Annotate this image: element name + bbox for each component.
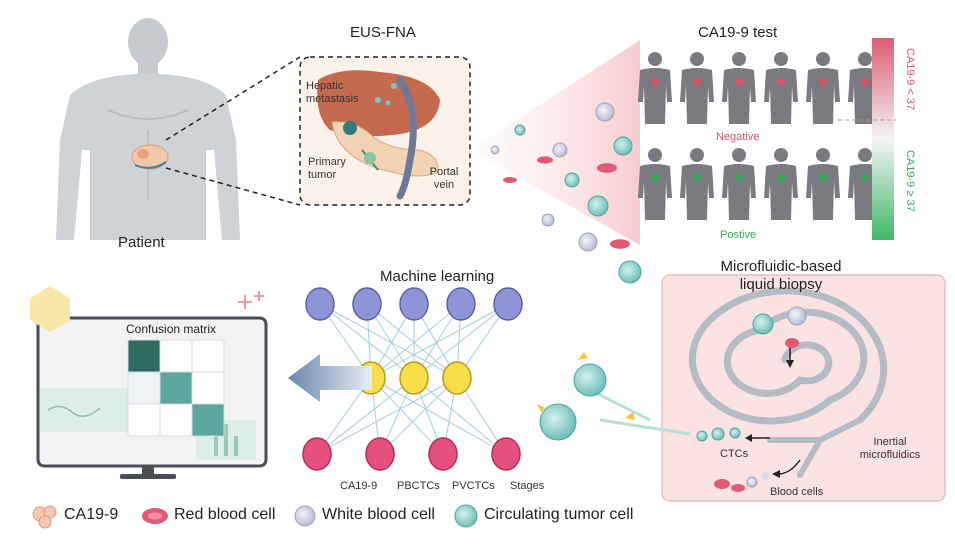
person-negative — [680, 52, 714, 124]
person-positive — [764, 148, 798, 220]
ca199-icon — [32, 505, 57, 529]
input-label-ca199: CA19-9 — [340, 480, 378, 492]
floating-cells — [490, 102, 642, 284]
matrix-cell — [127, 403, 161, 437]
legend-label-circulating-tumor-cell: Circulating tumor cell — [484, 506, 634, 523]
nn-node-input — [302, 437, 332, 471]
output-arrow — [288, 354, 372, 402]
ca199-scale-bar — [872, 38, 894, 240]
white-blood-cell — [541, 213, 555, 227]
legend-label-ca199: CA19-9 — [64, 506, 119, 523]
matrix-cell — [159, 371, 193, 405]
person-negative — [638, 52, 672, 124]
neural-network — [302, 287, 523, 471]
person-negative — [722, 52, 756, 124]
person-positive — [722, 148, 756, 220]
arrow-head-down — [786, 360, 794, 368]
label-hepatic-metastasis: Hepatic metastasis — [306, 80, 359, 105]
circulating-tumor-cell — [618, 260, 642, 284]
blood-cells-label: Blood cells — [770, 486, 824, 498]
scale-label-negative: CA19-9 < 37 — [904, 48, 916, 111]
person-positive — [680, 148, 714, 220]
nn-node-input — [428, 437, 458, 471]
nn-node-input — [365, 437, 395, 471]
red-blood-cell — [597, 163, 617, 173]
person-positive — [638, 148, 672, 220]
spiral-channel — [688, 287, 888, 425]
white-blood-cell — [578, 232, 598, 252]
nn-node-top — [399, 287, 429, 321]
matrix-cell — [191, 371, 225, 405]
ctc-stream — [537, 352, 691, 441]
legend-icons — [32, 504, 478, 529]
red-blood-cell — [610, 239, 630, 249]
label-primary-tumor: Primary tumor — [308, 156, 346, 181]
nn-node-input — [491, 437, 521, 471]
spiral-outlets — [767, 417, 863, 478]
red-blood-cell-icon — [142, 508, 168, 524]
patient-figure — [56, 18, 240, 240]
arrow-head-left — [745, 434, 752, 442]
inertial-microfluidics-label: Inertial microfluidics — [859, 436, 921, 461]
positive-label: Postive — [720, 229, 757, 241]
legend-label-white-blood-cell: White blood cell — [322, 506, 435, 523]
negative-label: Negative — [716, 131, 760, 143]
circulating-tumor-cell — [587, 195, 609, 217]
person-negative — [764, 52, 798, 124]
nn-node-top — [305, 287, 335, 321]
nn-node-hidden — [442, 361, 472, 395]
white-blood-cell — [490, 145, 500, 155]
nn-node-top — [493, 287, 523, 321]
machine-learning-title: Machine learning — [380, 268, 495, 285]
input-label-pvctcs: PVCTCs — [452, 480, 495, 492]
circulating-tumor-cell-icon — [454, 504, 478, 528]
red-blood-cell — [503, 177, 517, 183]
person-positive — [806, 148, 840, 220]
circulating-tumor-cell — [613, 136, 633, 156]
confusion-matrix — [127, 339, 225, 437]
person-negative — [806, 52, 840, 124]
population-grid — [638, 52, 882, 220]
eus-fna-title: EUS-FNA — [350, 24, 416, 41]
patient-label: Patient — [118, 234, 165, 251]
nn-node-top — [352, 287, 382, 321]
legend-label-red-blood-cell: Red blood cell — [174, 506, 276, 523]
white-blood-cell — [552, 142, 568, 158]
input-label-stages: Stages — [510, 480, 545, 492]
matrix-cell — [159, 403, 193, 437]
white-blood-cell — [595, 102, 615, 122]
ca199-test-title: CA19-9 test — [698, 24, 778, 41]
nn-node-top — [446, 287, 476, 321]
matrix-cell — [191, 403, 225, 437]
arrow-head-left-2 — [772, 470, 780, 478]
confusion-matrix-title: Confusion matrix — [126, 322, 217, 336]
nn-node-hidden — [399, 361, 429, 395]
microfluidic-cells — [696, 306, 807, 492]
matrix-cell — [127, 339, 161, 373]
white-blood-cell-icon — [294, 505, 316, 527]
ctcs-label: CTCs — [720, 448, 749, 460]
matrix-cell — [127, 371, 161, 405]
input-label-pbctcs: PBCTCs — [397, 480, 440, 492]
microfluidic-title-line2: liquid biopsy — [739, 276, 823, 293]
circulating-tumor-cell — [514, 124, 526, 136]
sampling-beam — [470, 40, 640, 245]
circulating-tumor-cell — [564, 172, 580, 188]
matrix-cell — [159, 339, 193, 373]
scale-label-positive: CA19-9 ≥ 37 — [904, 150, 916, 212]
label-portal-vein: Portal vein — [429, 166, 459, 191]
organ-illustration — [317, 70, 440, 200]
red-blood-cell — [537, 156, 553, 164]
microfluidic-title-line1: Microfluidic-based — [720, 258, 842, 275]
matrix-cell — [191, 339, 225, 373]
